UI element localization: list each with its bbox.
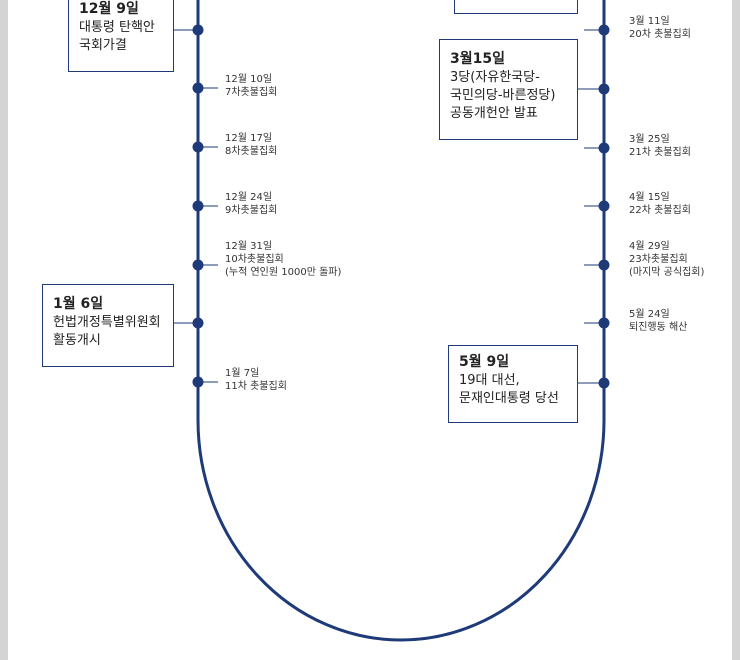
event-box-line: 헌법개정특별위원회 — [53, 315, 161, 331]
event-dec17: 12월 17일 8차촛불집회 — [225, 132, 277, 158]
event-box-line: 문재인대통령 당선 — [459, 391, 559, 407]
event-dec31: 12월 31일 10차촛불집회 (누적 연인원 1000만 돌파) — [225, 240, 341, 279]
dot-jan7 — [192, 376, 204, 388]
event-dec24: 12월 24일 9차촛불집회 — [225, 191, 277, 217]
event-desc: 20차 촛불집회 — [629, 29, 691, 40]
event-date: 4월 29일 — [629, 241, 670, 252]
event-mar25: 3월 25일 21차 촛불집회 — [629, 133, 691, 159]
dot-may24 — [598, 317, 610, 329]
event-date: 12월 24일 — [225, 192, 273, 203]
event-box-date: 5월 9일 — [459, 354, 510, 370]
dot-dec17 — [192, 141, 204, 153]
event-date: 5월 24일 — [629, 309, 670, 320]
event-box-may9: 5월 9일 19대 대선, 문재인대통령 당선 — [448, 345, 578, 423]
event-box-line: 19대 대선, — [459, 373, 520, 389]
event-date: 4월 15일 — [629, 192, 670, 203]
event-jan7: 1월 7일 11차 촛불집회 — [225, 367, 287, 393]
dot-mar25 — [598, 142, 610, 154]
event-date: 3월 25일 — [629, 134, 670, 145]
event-box-line: 3당(자유한국당- — [450, 70, 540, 86]
dot-mar11 — [598, 24, 610, 36]
event-box-date: 3월15일 — [450, 51, 505, 67]
event-box-line: 국회가결 — [79, 38, 127, 54]
event-desc: 22차 촛불집회 — [629, 205, 691, 216]
dot-apr29 — [598, 259, 610, 271]
event-desc: 9차촛불집회 — [225, 205, 278, 216]
event-box-line: 활동개시 — [53, 333, 101, 349]
event-apr29: 4월 29일 23차촛불집회 (마지막 공식집회) — [629, 240, 704, 279]
dot-dec31 — [192, 259, 204, 271]
timeline-track — [196, 0, 606, 642]
dot-may9 — [598, 377, 610, 389]
event-may24: 5월 24일 퇴진행동 해산 — [629, 308, 687, 334]
event-desc: 퇴진행동 해산 — [629, 322, 688, 333]
event-desc: 8차촛불집회 — [225, 146, 278, 157]
event-desc: 11차 촛불집회 — [225, 381, 287, 392]
event-dec10: 12월 10일 7차촛불집회 — [225, 73, 277, 99]
event-date: 3월 11일 — [629, 16, 670, 27]
dot-jan6 — [192, 317, 204, 329]
event-mar11: 3월 11일 20차 촛불집회 — [629, 15, 691, 41]
event-apr15: 4월 15일 22차 촛불집회 — [629, 191, 691, 217]
event-box-dec9: 12월 9일 대통령 탄핵안 국회가결 — [68, 0, 174, 72]
event-desc: 23차촛불집회 — [629, 254, 688, 265]
dot-dec10 — [192, 82, 204, 94]
event-box-date: 12월 9일 — [79, 1, 139, 17]
dot-mar15 — [598, 83, 610, 95]
dot-apr15 — [598, 200, 610, 212]
top-right-partial-box — [454, 0, 578, 14]
event-date: 12월 17일 — [225, 133, 273, 144]
event-desc: 21차 촛불집회 — [629, 147, 691, 158]
event-box-line: 국민의당-바른정당) — [450, 88, 556, 104]
event-box-line: 대통령 탄핵안 — [79, 20, 155, 36]
event-box-line: 공동개헌안 발표 — [450, 106, 538, 122]
event-box-jan6: 1월 6일 헌법개정특별위원회 활동개시 — [42, 284, 174, 367]
dot-dec9 — [192, 24, 204, 36]
event-date: 12월 10일 — [225, 74, 273, 85]
event-desc: 7차촛불집회 — [225, 87, 278, 98]
event-note: (누적 연인원 1000만 돌파) — [225, 267, 342, 278]
dot-dec24 — [192, 200, 204, 212]
event-date: 12월 31일 — [225, 241, 273, 252]
event-date: 1월 7일 — [225, 368, 260, 379]
event-box-date: 1월 6일 — [53, 296, 104, 312]
event-box-mar15: 3월15일 3당(자유한국당- 국민의당-바른정당) 공동개헌안 발표 — [439, 39, 578, 140]
event-desc: 10차촛불집회 — [225, 254, 284, 265]
event-note: (마지막 공식집회) — [629, 267, 705, 278]
